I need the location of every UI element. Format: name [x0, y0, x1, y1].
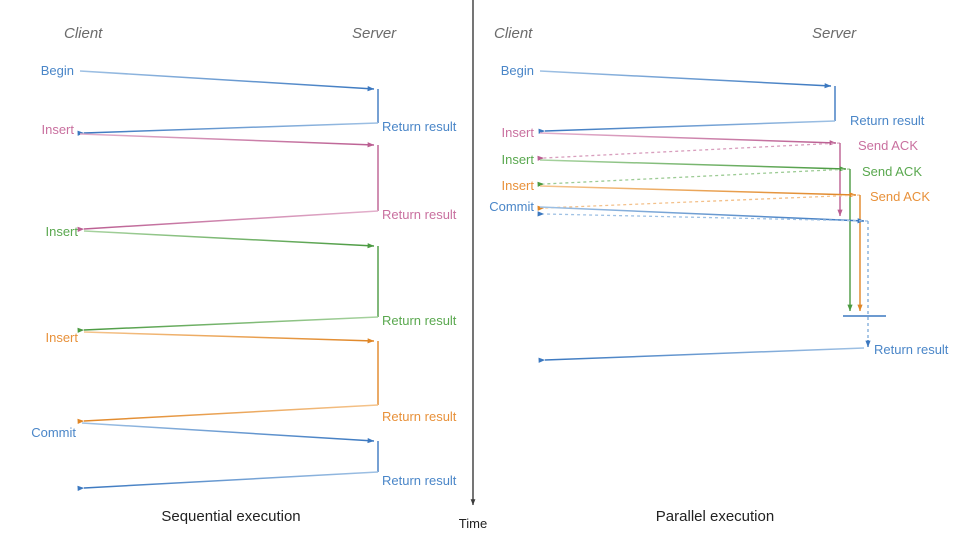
left-server-label-5: Return result: [382, 473, 457, 488]
right-server-label-1: Return result: [850, 113, 925, 128]
right-client-title: Client: [494, 25, 533, 42]
right-server-title: Server: [812, 25, 857, 42]
left-client-label-begin: Begin: [41, 63, 74, 78]
left-arrow-insert2-request: [83, 230, 375, 249]
left-server-label-1: Return result: [382, 119, 457, 134]
right-arrow-final-response: [538, 347, 865, 363]
left-client-title: Client: [64, 25, 103, 42]
right-arrow-begin-response: [538, 120, 836, 134]
left-client-label-commit: Commit: [31, 425, 76, 440]
right-arrow-insert3-request: [539, 185, 857, 198]
left-arrow-commit-request: [81, 422, 375, 444]
left-arrow-insert2-response: [77, 316, 379, 333]
right-arrow-insert1-request: [539, 132, 837, 146]
right-client-label-insert3: Insert: [501, 178, 534, 193]
left-arrow-begin-response: [77, 122, 379, 136]
right-server-label-4: Send ACK: [870, 189, 930, 204]
right-panel: Client Server Begin Insert Insert Insert: [489, 25, 949, 525]
left-arrow-insert1-request: [79, 133, 375, 148]
left-arrow-begin-request: [79, 70, 375, 92]
left-server-title: Server: [352, 25, 397, 42]
right-arrow-commit-request: [539, 206, 865, 224]
left-client-label-insert3: Insert: [45, 330, 78, 345]
time-axis: Time: [459, 0, 487, 531]
right-arrow-begin-request: [539, 70, 832, 89]
right-client-label-insert2: Insert: [501, 152, 534, 167]
left-server-label-3: Return result: [382, 313, 457, 328]
left-panel: Client Server Begin Insert Insert Insert…: [31, 25, 457, 525]
right-client-label-insert1: Insert: [501, 125, 534, 140]
right-arrow-insert1-ack: [537, 142, 841, 161]
left-panel-caption: Sequential execution: [161, 508, 300, 525]
left-arrow-insert3-request: [83, 331, 375, 344]
left-client-label-insert1: Insert: [41, 122, 74, 137]
right-server-label-2: Send ACK: [858, 138, 918, 153]
right-arrow-commit-ack: [537, 211, 869, 222]
left-arrow-insert1-response: [77, 210, 379, 232]
left-arrow-insert3-response: [77, 404, 379, 424]
right-arrow-insert2-request: [539, 159, 847, 172]
left-server-label-2: Return result: [382, 207, 457, 222]
right-arrow-insert2-ack: [537, 168, 851, 187]
left-arrow-commit-response: [77, 471, 379, 491]
right-server-label-5: Return result: [874, 342, 949, 357]
left-client-label-insert2: Insert: [45, 224, 78, 239]
right-client-label-commit: Commit: [489, 199, 534, 214]
right-server-label-3: Send ACK: [862, 164, 922, 179]
right-arrow-insert3-ack: [537, 194, 861, 211]
time-axis-label: Time: [459, 516, 487, 531]
right-panel-caption: Parallel execution: [656, 508, 774, 525]
left-server-label-4: Return result: [382, 409, 457, 424]
right-client-label-begin: Begin: [501, 63, 534, 78]
